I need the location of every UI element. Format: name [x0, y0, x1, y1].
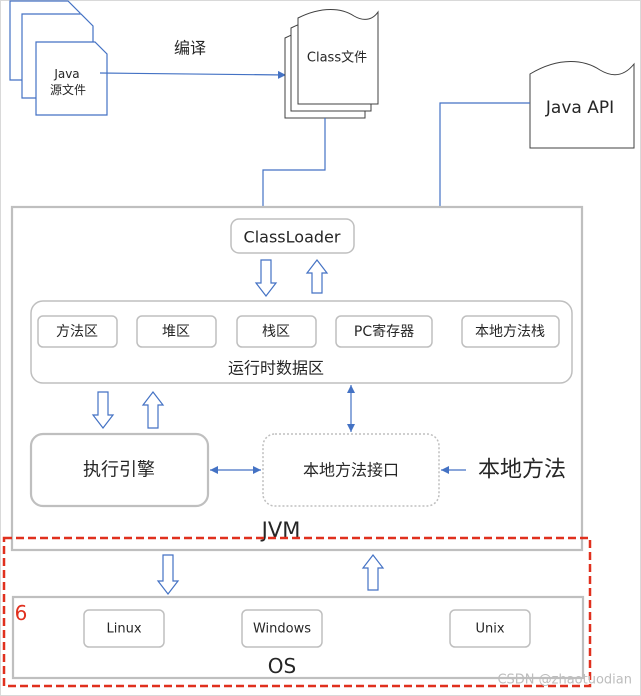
java-api-document [529, 61, 635, 149]
runtime-data-area: 方法区 堆区 栈区 PC寄存器 本地方法栈 运行时数据区 [30, 300, 573, 384]
windows-label: Windows [253, 622, 311, 637]
java-source-files: Java 源文件 [9, 0, 108, 116]
windows-box [241, 609, 323, 648]
up-hollow-arrow [361, 554, 385, 591]
up-hollow-arrow [305, 259, 329, 294]
pc-register-box [335, 315, 433, 348]
stack-label: 栈区 [262, 324, 290, 340]
highlight-dashed-box [2, 536, 592, 688]
classloader-label: ClassLoader [244, 228, 341, 247]
runtime-data-area-label: 运行时数据区 [228, 359, 324, 378]
execution-engine-box [29, 432, 210, 508]
pc-register-label: PC寄存器 [354, 323, 414, 340]
unix-box [449, 609, 531, 648]
up-hollow-arrow [141, 391, 165, 429]
native-methods-label: 本地方法 [478, 458, 566, 483]
compile-arrow [99, 70, 287, 79]
class-files: Class文件 [284, 9, 379, 119]
stack-box [236, 315, 317, 348]
native-method-stack-box [461, 315, 560, 348]
unix-label: Unix [475, 622, 504, 637]
native-interface-box [262, 433, 440, 507]
heap-box [136, 315, 217, 348]
linux-label: Linux [106, 622, 141, 637]
os-label: OS [268, 654, 296, 678]
annotation-number: 6 [15, 601, 28, 625]
method-area-box [37, 315, 118, 348]
source-file-label-line2: 源文件 [50, 82, 86, 97]
java-api-label: Java API [545, 98, 614, 118]
down-hollow-arrow [156, 554, 180, 595]
class-files-label: Class文件 [307, 51, 367, 66]
class-files-to-classloader-arrow [259, 118, 326, 217]
down-hollow-arrow [254, 259, 278, 297]
linux-box [83, 609, 165, 648]
native-interface-label: 本地方法接口 [303, 461, 399, 480]
classloader-box [230, 218, 355, 254]
source-file-page-front [35, 41, 108, 116]
down-hollow-arrow [91, 391, 115, 429]
java-api: Java API [529, 61, 635, 149]
watermark: CSDN @zhaotuodian [497, 673, 632, 688]
execution-engine-label: 执行引擎 [83, 460, 155, 481]
class-file-page-front [297, 9, 379, 105]
compile-label: 编译 [174, 39, 206, 58]
method-area-label: 方法区 [56, 324, 98, 340]
source-file-label-line1: Java [53, 67, 79, 81]
native-method-stack-label: 本地方法栈 [475, 324, 545, 340]
heap-label: 堆区 [162, 324, 190, 340]
